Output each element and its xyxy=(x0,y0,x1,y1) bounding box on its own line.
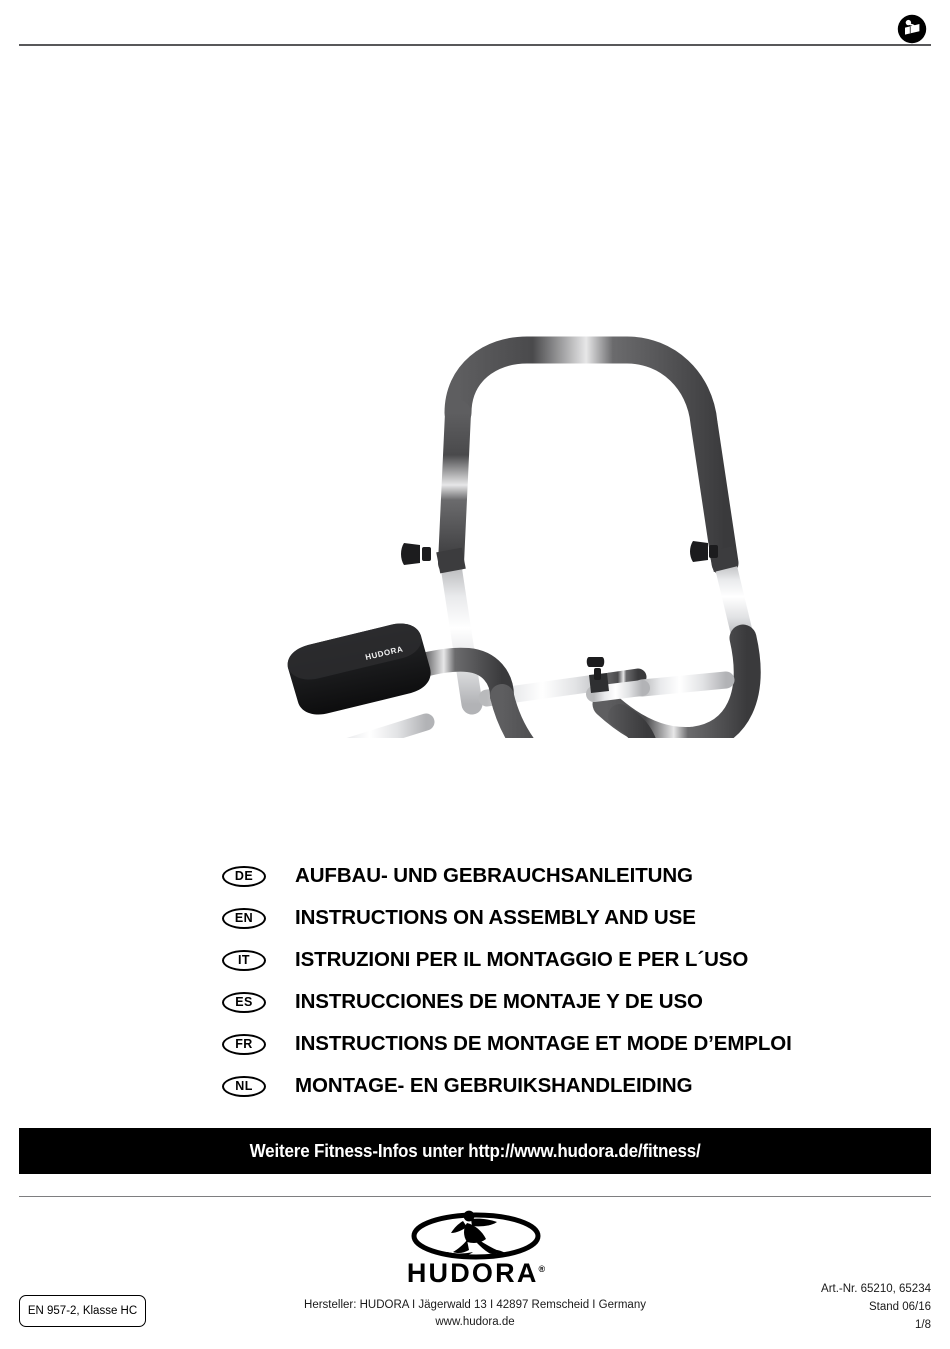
language-title-fr: INSTRUCTIONS DE MONTAGE ET MODE D’EMPLOI xyxy=(295,1032,792,1055)
language-title-en: INSTRUCTIONS ON ASSEMBLY AND USE xyxy=(295,906,696,929)
language-row-fr: FR INSTRUCTIONS DE MONTAGE ET MODE D’EMP… xyxy=(222,1023,912,1065)
language-badge-it: IT xyxy=(222,949,266,971)
hudora-wordmark-text: HUDORA xyxy=(406,1258,539,1288)
footer-divider xyxy=(19,1196,931,1198)
language-title-list: DE AUFBAU- UND GEBRAUCHSANLEITUNG EN INS… xyxy=(222,855,912,1107)
manufacturer-address: Hersteller: HUDORA I Jägerwald 13 I 4289… xyxy=(304,1299,646,1311)
language-badge-nl: NL xyxy=(222,1075,266,1097)
fitness-info-banner-text: Weitere Fitness-Infos unter http://www.h… xyxy=(249,1140,701,1161)
language-row-nl: NL MONTAGE- EN GEBRUIKSHANDLEIDING xyxy=(222,1065,912,1107)
page-number: 1/8 xyxy=(915,1318,931,1331)
product-illustration-ab-trainer: HUDORA xyxy=(190,168,780,738)
language-title-es: INSTRUCCIONES DE MONTAJE Y DE USO xyxy=(295,990,703,1013)
fitness-info-banner[interactable]: Weitere Fitness-Infos unter http://www.h… xyxy=(19,1128,931,1174)
read-manual-icon xyxy=(897,14,927,44)
language-title-it: ISTRUZIONI PER IL MONTAGGIO E PER L´USO xyxy=(295,948,749,971)
manufacturer-info: Hersteller: HUDORA I Jägerwald 13 I 4289… xyxy=(215,1297,735,1330)
language-row-it: IT ISTRUZIONI PER IL MONTAGGIO E PER L´U… xyxy=(222,939,912,981)
language-row-de: DE AUFBAU- UND GEBRAUCHSANLEITUNG xyxy=(222,855,912,897)
standard-badge-label: EN 957-2, Klasse HC xyxy=(27,1305,138,1317)
registered-mark: ® xyxy=(538,1264,546,1274)
language-row-es: ES INSTRUCCIONES DE MONTAJE Y DE USO xyxy=(222,981,912,1023)
standard-badge: EN 957-2, Klasse HC xyxy=(19,1295,146,1327)
hudora-wordmark: HUDORA® xyxy=(407,1260,545,1287)
language-row-en: EN INSTRUCTIONS ON ASSEMBLY AND USE xyxy=(222,897,912,939)
language-title-de: AUFBAU- UND GEBRAUCHSANLEITUNG xyxy=(295,864,693,887)
language-badge-en: EN xyxy=(222,907,266,929)
language-badge-de: DE xyxy=(222,865,266,887)
document-meta: Art.-Nr. 65210, 65234 Stand 06/16 1/8 xyxy=(731,1281,931,1334)
manufacturer-website: www.hudora.de xyxy=(435,1315,515,1328)
revision-date: Stand 06/16 xyxy=(868,1300,931,1313)
language-badge-es: ES xyxy=(222,991,266,1013)
hudora-logo: HUDORA® xyxy=(383,1206,569,1290)
article-number: Art.-Nr. 65210, 65234 xyxy=(821,1283,931,1295)
header-divider xyxy=(19,44,931,46)
language-title-nl: MONTAGE- EN GEBRUIKSHANDLEIDING xyxy=(295,1074,693,1097)
hudora-figure-icon xyxy=(411,1210,541,1260)
language-badge-fr: FR xyxy=(222,1033,266,1055)
